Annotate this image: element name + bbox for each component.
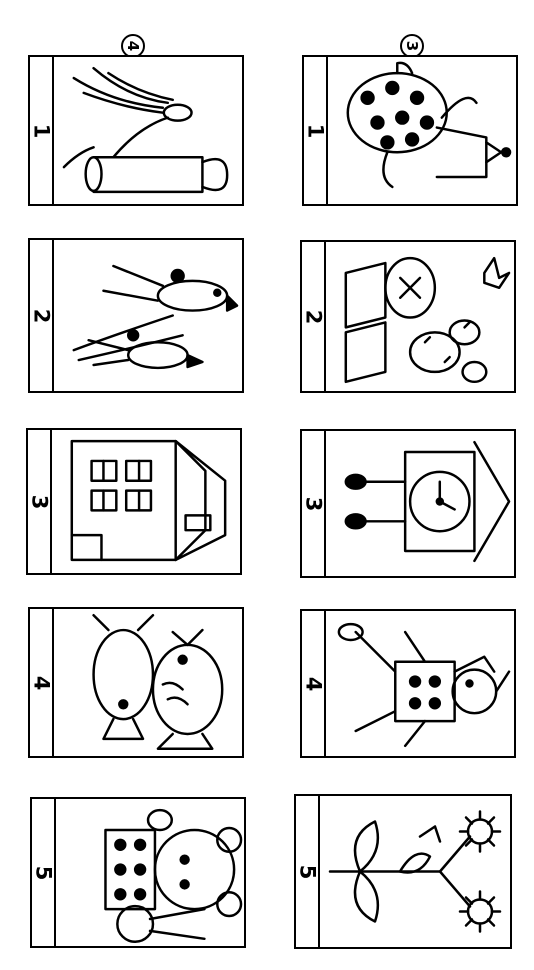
birds-icon — [54, 240, 242, 391]
card-fish[interactable]: 4 — [28, 607, 244, 758]
card-cactus-pots[interactable]: 2 — [300, 240, 516, 393]
cuckoo-clock-icon — [326, 431, 514, 576]
card-birds[interactable]: 2 — [28, 238, 244, 393]
fish-icon — [54, 609, 242, 756]
card-cuckoo-clock[interactable]: 3 — [300, 429, 516, 578]
card-teddy-bear-bunny[interactable]: 5 — [30, 797, 246, 948]
pinocchio-icon — [326, 611, 514, 756]
teapot-icon — [328, 57, 516, 204]
card-number: 5 — [295, 796, 320, 947]
card-number: 4 — [301, 611, 326, 756]
card-number: 3 — [301, 431, 326, 576]
card-flowers[interactable]: 5 — [294, 794, 512, 949]
house-icon — [52, 430, 240, 573]
card-number: 1 — [29, 57, 54, 204]
card-pinocchio[interactable]: 4 — [300, 609, 516, 758]
card-number: 3 — [27, 430, 52, 573]
flowers-icon — [320, 796, 510, 947]
watering-can-icon — [54, 57, 242, 204]
card-number: 2 — [29, 240, 54, 391]
card-teapot[interactable]: 1 — [302, 55, 518, 206]
card-number: 5 — [31, 799, 56, 946]
cactus-pots-icon — [326, 242, 514, 391]
card-number: 2 — [301, 242, 326, 391]
card-watering-can[interactable]: 1 — [28, 55, 244, 206]
card-number: 4 — [29, 609, 54, 756]
teddy-bear-bunny-icon — [56, 799, 244, 946]
card-number: 1 — [303, 57, 328, 204]
card-house[interactable]: 3 — [26, 428, 242, 575]
